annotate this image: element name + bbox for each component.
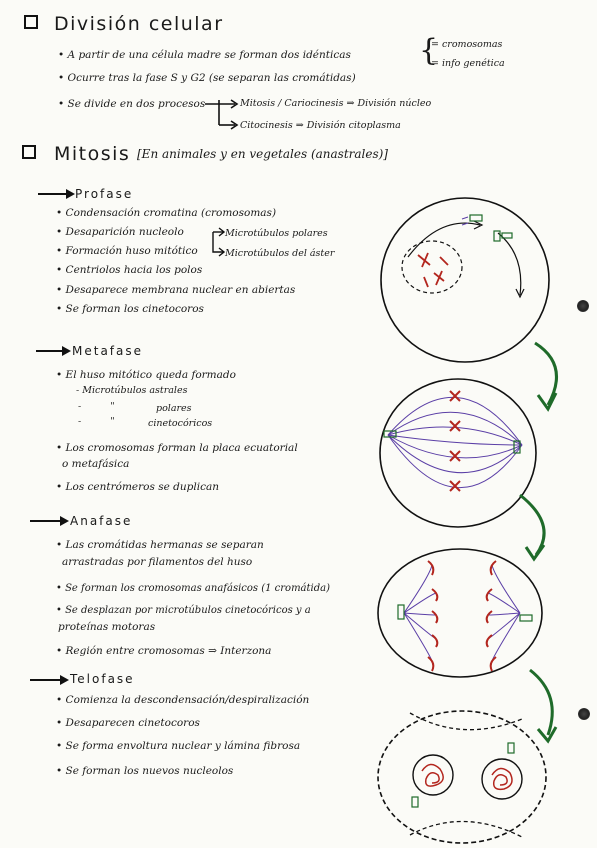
- title-telofase: Telofase: [70, 672, 135, 686]
- title-metafase: Metafase: [72, 344, 144, 358]
- green-arrow-2: [519, 493, 546, 556]
- metafase-bullet-2b: o metafásica: [62, 458, 130, 470]
- checkbox-division: [24, 15, 38, 29]
- profase-text-6: Se forman los cinetocoros: [65, 303, 204, 315]
- green-arrow-3: [529, 668, 554, 736]
- anafase-text-3a: Se desplazan por microtúbulos cinetocóri…: [65, 605, 311, 616]
- metafase-ditto-2: - ": [78, 416, 115, 427]
- brace: {: [419, 33, 439, 68]
- telofase-item-4: • Se forman los nuevos nucleolos: [56, 765, 234, 777]
- profase-cell: [380, 197, 550, 363]
- metafase-bullet-3: • Los centrómeros se duplican: [56, 481, 219, 493]
- process-1: Mitosis / Cariocinesis ⇒ División núcleo: [240, 98, 432, 109]
- division-text-1: A partir de una célula madre se forman d…: [67, 49, 351, 61]
- telofase-item-3: • Se forma envoltura nuclear y lámina fi…: [56, 740, 301, 752]
- profase-item-3: • Formación huso mitótico: [56, 245, 198, 257]
- title-profase: Profase: [75, 187, 134, 201]
- profase-item-5: • Desaparece membrana nuclear en abierta…: [56, 284, 296, 296]
- profase-text-1: Condensación cromatina (cromosomas): [65, 207, 277, 219]
- title-division: División celular: [54, 13, 224, 35]
- binder-hole-1: [577, 300, 589, 312]
- telofase-item-1: • Comienza la descondensación/despiraliz…: [56, 694, 310, 706]
- profase-branch-arrows: [212, 227, 226, 257]
- arrow-telofase-head: [60, 675, 69, 685]
- metafase-sub-1: - Microtúbulos astrales: [76, 385, 188, 396]
- profase-text-3: Formación huso mitótico: [65, 245, 198, 257]
- anafase-bullet-3: • Se desplazan por microtúbulos cinetocó…: [56, 605, 311, 616]
- process-arrows: [205, 99, 239, 130]
- profase-item-6: • Se forman los cinetocoros: [56, 303, 204, 315]
- anafase-bullet-2: • Se forman los cromosomas anafásicos (1…: [56, 583, 330, 594]
- green-arrow-1: [534, 341, 558, 406]
- profase-sub-1: Microtúbulos polares: [225, 228, 328, 239]
- anafase-bullet-1b: arrastradas por filamentos del huso: [62, 556, 253, 568]
- arrow-anafase-head: [60, 516, 69, 526]
- arrow-metafase-head: [62, 346, 71, 356]
- profase-item-4: • Centriolos hacia los polos: [56, 264, 203, 276]
- metafase-text-3: Los centrómeros se duplican: [65, 481, 219, 493]
- division-bullet-1: • A partir de una célula madre se forman…: [58, 49, 351, 61]
- profase-text-5: Desaparece membrana nuclear en abiertas: [65, 284, 296, 296]
- division-bullet-3: • Se divide en dos procesos: [58, 98, 206, 110]
- metafase-cell: [379, 378, 537, 528]
- division-text-3: Se divide en dos procesos: [67, 98, 206, 110]
- checkbox-mitosis: [22, 145, 36, 159]
- metafase-text-1: El huso mitótico queda formado: [65, 369, 236, 381]
- process-2: Citocinesis ⇒ División citoplasma: [240, 120, 401, 131]
- arrow-metafase-line: [36, 350, 64, 352]
- metafase-bullet-2: • Los cromosomas forman la placa ecuator…: [56, 442, 298, 454]
- arrow-anafase-line: [30, 520, 62, 522]
- mitosis-subtitle: [En animales y en vegetales (anastrales)…: [137, 147, 388, 161]
- brace-item-1: = cromosomas: [431, 39, 503, 50]
- telofase-text-2: Desaparecen cinetocoros: [65, 717, 200, 729]
- profase-text-4: Centriolos hacia los polos: [65, 264, 203, 276]
- brace-item-2: = info genética: [431, 58, 505, 69]
- title-anafase: Anafase: [70, 514, 133, 528]
- telofase-text-3: Se forma envoltura nuclear y lámina fibr…: [65, 740, 301, 752]
- anafase-text-1a: Las cromátidas hermanas se separan: [65, 539, 264, 551]
- telofase-cell: [377, 710, 547, 844]
- anafase-bullet-3b: proteínas motoras: [58, 621, 156, 633]
- telofase-text-4: Se forman los nuevos nucleolos: [65, 765, 234, 777]
- profase-item-1: • Condensación cromatina (cromosomas): [56, 207, 277, 219]
- division-bullet-2: • Ocurre tras la fase S y G2 (se separan…: [58, 72, 356, 84]
- anafase-cell: [377, 548, 543, 678]
- telofase-item-2: • Desaparecen cinetocoros: [56, 717, 200, 729]
- anafase-bullet-1: • Las cromátidas hermanas se separan: [56, 539, 264, 551]
- ditto-mark-2: ": [110, 416, 115, 427]
- metafase-sub-3: cinetocóricos: [148, 418, 213, 429]
- profase-sub-2: Microtúbulos del áster: [225, 248, 335, 259]
- profase-text-2: Desaparición nucleolo: [65, 226, 184, 238]
- metafase-text-2a: Los cromosomas forman la placa ecuatoria…: [65, 442, 298, 454]
- telofase-text-1: Comienza la descondensación/despiralizac…: [65, 694, 310, 706]
- division-text-2: Ocurre tras la fase S y G2 (se separan l…: [67, 72, 356, 84]
- metafase-bullet-1: • El huso mitótico queda formado: [56, 369, 236, 381]
- arrow-profase-head: [66, 189, 75, 199]
- arrow-profase-line: [38, 193, 68, 195]
- metafase-ditto-1: - ": [78, 401, 115, 412]
- ditto-mark-1: ": [110, 401, 115, 412]
- binder-hole-2: [578, 708, 590, 720]
- anafase-text-4: Región entre cromosomas ⇒ Interzona: [65, 645, 272, 657]
- anafase-text-2: Se forman los cromosomas anafásicos (1 c…: [65, 583, 330, 594]
- anafase-bullet-4: • Región entre cromosomas ⇒ Interzona: [56, 645, 272, 657]
- profase-item-2: • Desaparición nucleolo: [56, 226, 184, 238]
- mitosis-drawings: [377, 197, 558, 844]
- arrow-telofase-line: [30, 679, 62, 681]
- metafase-sub-2: polares: [156, 403, 192, 414]
- title-mitosis: Mitosis: [54, 143, 131, 165]
